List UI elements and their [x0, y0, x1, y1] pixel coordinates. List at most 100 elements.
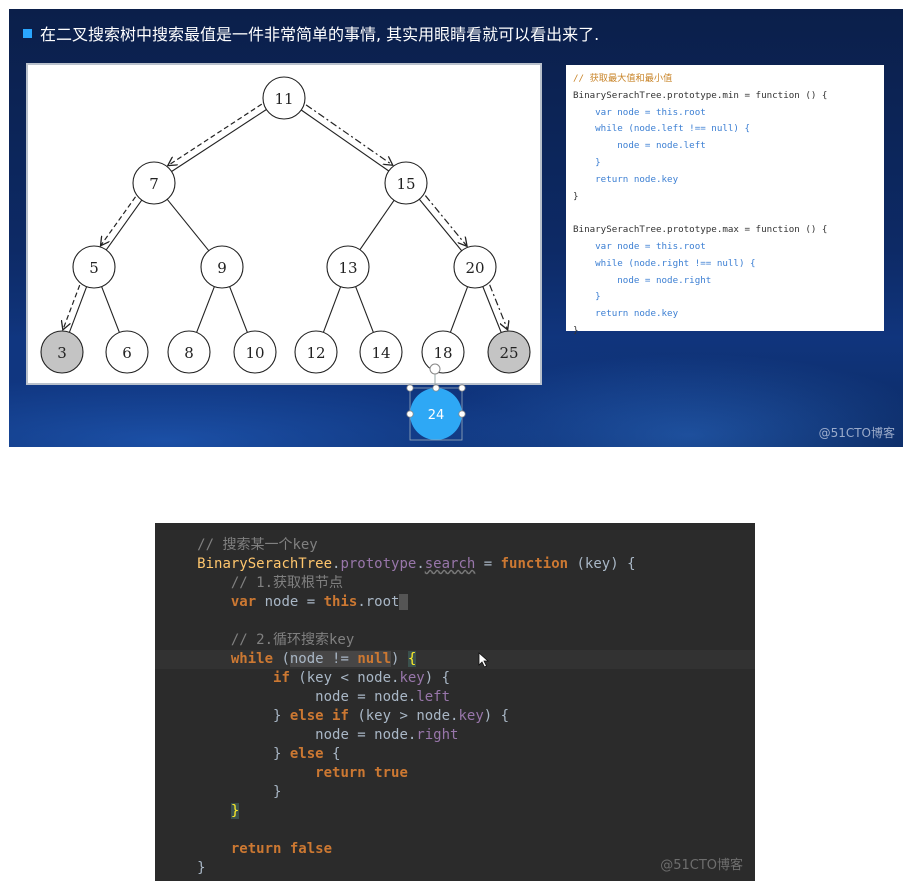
bullet-square-icon	[23, 28, 32, 38]
code-line: node = node.left	[617, 140, 706, 152]
tree-node-label: 9	[217, 259, 227, 277]
tree-node-circle	[421, 330, 465, 374]
tree-edge-n11-n15	[300, 109, 390, 172]
editor-line-13: return true	[315, 765, 408, 781]
slide-title: 在二叉搜索树中搜索最值是一件非常简单的事情, 其实用眼睛看就可以看出来了.	[23, 21, 599, 45]
tree-node-label: 20	[465, 259, 484, 277]
tree-node-6: 6	[105, 330, 149, 374]
editor-line-1: // 搜索某一个key	[197, 537, 318, 553]
tree-node-circle	[262, 76, 306, 120]
tree-node-circle	[326, 245, 370, 289]
min-path-arrow	[101, 196, 137, 245]
code-line: return node.key	[595, 308, 679, 320]
tree-node-8: 8	[167, 330, 211, 374]
tree-node-label: 12	[306, 344, 325, 362]
code-line: }	[595, 156, 601, 168]
editor-line-18: }	[197, 860, 206, 876]
resize-handle[interactable]	[432, 384, 440, 392]
selected-node-svg: 24	[406, 363, 466, 441]
resize-handle[interactable]	[458, 410, 466, 418]
tree-node-15: 15	[384, 161, 428, 205]
tree-node-circle	[359, 330, 403, 374]
mouse-pointer-icon	[478, 652, 490, 668]
lecture-slide: 在二叉搜索树中搜索最值是一件非常简单的事情, 其实用眼睛看就可以看出来了. 11…	[9, 9, 903, 447]
tree-node-label: 14	[371, 344, 390, 362]
tree-node-label: 3	[57, 344, 67, 362]
code-line: return node.key	[595, 173, 679, 185]
tree-node-circle	[105, 330, 149, 374]
binary-tree-diagram: 11 7 15 5 9 13 20 3 6 8 10 12 14 18 25	[26, 63, 542, 385]
tree-node-9: 9	[200, 245, 244, 289]
code-line: }	[595, 291, 601, 303]
tree-node-circle	[200, 245, 244, 289]
max-path-arrow	[489, 284, 508, 329]
node-24-label: 24	[428, 408, 445, 423]
code-max-function-line: BinarySerachTree.prototype.max = functio…	[573, 224, 828, 236]
editor-line-2: BinarySerachTree.prototype.search = func…	[197, 556, 636, 572]
tree-edge-n15-n13	[359, 199, 395, 251]
editor-line-10: } else if (key > node.key) {	[273, 708, 510, 724]
selected-node-24[interactable]: 24	[406, 363, 466, 441]
code-line: while (node.right !== null) {	[595, 257, 756, 269]
resize-handle[interactable]	[406, 384, 414, 392]
tree-node-circle	[72, 245, 116, 289]
tree-node-label: 5	[89, 259, 99, 277]
code-line: node = node.right	[617, 274, 712, 286]
tree-edge-n7-n9	[166, 198, 210, 252]
rotate-handle-icon[interactable]	[429, 363, 441, 375]
tree-node-3: 3	[40, 330, 84, 374]
tree-node-label: 11	[274, 90, 293, 108]
tree-node-7: 7	[132, 161, 176, 205]
max-path-arrow	[305, 104, 392, 165]
max-path-arrow	[424, 195, 466, 246]
tree-node-label: 13	[338, 259, 357, 277]
tree-node-circle	[294, 330, 338, 374]
tree-edge-n11-n7	[171, 109, 267, 172]
tree-node-circle	[233, 330, 277, 374]
tree-node-10: 10	[233, 330, 277, 374]
code-blank-line	[573, 205, 877, 222]
tree-edge-n9-n8	[196, 286, 215, 333]
min-max-code-snippet: // 获取最大值和最小值 BinarySerachTree.prototype.…	[566, 65, 884, 336]
editor-line-9: node = node.left	[315, 689, 451, 705]
tree-node-label: 25	[499, 344, 518, 362]
watermark: @51CTO博客	[660, 858, 743, 873]
code-line: var node = this.root	[595, 240, 706, 252]
resize-handle[interactable]	[458, 384, 466, 392]
tree-edge-n20-n25	[482, 286, 502, 333]
tree-node-circle	[40, 330, 84, 374]
editor-line-12: } else {	[273, 746, 341, 762]
node-circle	[410, 388, 462, 440]
tree-node-circle	[453, 245, 497, 289]
slide-title-text: 在二叉搜索树中搜索最值是一件非常简单的事情, 其实用眼睛看就可以看出来了.	[40, 25, 600, 44]
editor-line-11: node = node.right	[315, 727, 459, 743]
tree-node-circle	[384, 161, 428, 205]
tree-node-13: 13	[326, 245, 370, 289]
tree-svg: 11 7 15 5 9 13 20 3 6 8 10 12 14 18 25	[40, 76, 531, 374]
resize-handle[interactable]	[406, 410, 414, 418]
tree-node-label: 18	[433, 344, 452, 362]
tree-edge-n7-n5	[105, 199, 143, 251]
code-min-function-line: BinarySerachTree.prototype.min = functio…	[573, 89, 828, 101]
tree-edge-n13-n14	[355, 286, 374, 333]
code-comment-line: // 获取最大值和最小值	[573, 73, 673, 84]
tree-edge-n5-n6	[101, 286, 120, 333]
tree-edge-n20-n18	[449, 286, 469, 333]
code-line: }	[573, 324, 579, 336]
tree-node-14: 14	[359, 330, 403, 374]
tree-node-25: 25	[487, 330, 531, 374]
editor-line-3: // 1.获取根节点	[230, 575, 344, 591]
editor-line-7-current: while (node != null) {	[155, 650, 755, 669]
tree-node-12: 12	[294, 330, 338, 374]
tree-node-18: 18	[421, 330, 465, 374]
watermark: @51CTO博客	[818, 426, 895, 440]
tree-node-20: 20	[453, 245, 497, 289]
tree-node-label: 6	[122, 344, 132, 362]
tree-node-label: 10	[245, 344, 264, 362]
min-path-arrow	[169, 103, 263, 165]
editor-line-8: if (key < node.key) {	[273, 670, 451, 686]
code-line: }	[573, 190, 579, 202]
code-editor[interactable]: // 搜索某一个key BinarySerachTree.prototype.s…	[155, 523, 755, 881]
tree-edge-n13-n12	[322, 286, 342, 333]
tree-node-circle	[132, 161, 176, 205]
